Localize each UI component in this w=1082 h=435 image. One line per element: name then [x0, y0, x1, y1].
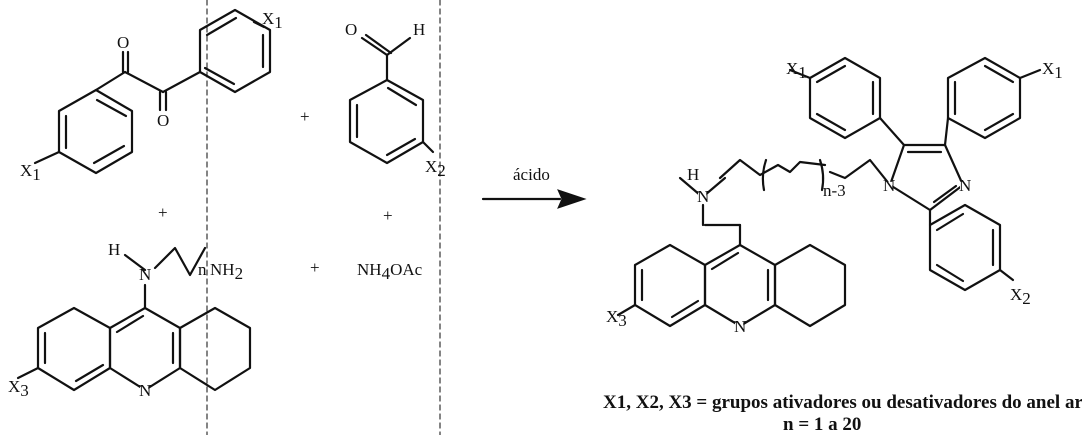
- product-ring-x1-right: [946, 56, 1022, 140]
- aldehyde-oxygen: O: [345, 20, 357, 39]
- benzil-ring-right: [198, 8, 272, 94]
- benzil-x1-top: X1: [262, 9, 283, 32]
- tacrine-amine-structure: H N n NH2 ■ N X3: [8, 240, 252, 400]
- product-ring-x2: [928, 203, 1002, 292]
- product-hydrogen: H: [687, 165, 699, 184]
- benzil-ring-left: [57, 88, 134, 175]
- aldehyde-x2: X2: [425, 157, 446, 180]
- aldehyde-hydrogen: H: [413, 20, 425, 39]
- plus-sign-2: +: [158, 203, 168, 222]
- product-chain-label: n-3: [823, 181, 846, 200]
- product-structure: ■ N ■ N H ■ N n-3 ■ N X1 X1 X2 X3: [606, 56, 1063, 336]
- tacrine-x3: X3: [8, 377, 29, 400]
- benzil-x1-left: X1: [20, 161, 41, 184]
- product-ring-x1-left: [808, 56, 882, 140]
- legend-line-1: X1, X2, X3 = grupos ativadores ou desati…: [603, 392, 1082, 413]
- reaction-arrow: ácido: [481, 165, 587, 209]
- product-cyclohexyl-ring: [773, 243, 847, 328]
- product-imidazole-n3: N: [959, 176, 971, 195]
- product-benzo-ring: [633, 243, 707, 328]
- benzil-oxygen-top: O: [117, 33, 129, 52]
- tacrine-chain-index: n: [198, 260, 207, 279]
- tacrine-benzo-ring: [36, 306, 112, 392]
- plus-sign-4: +: [310, 258, 320, 277]
- product-nitrogen: N: [697, 187, 709, 206]
- svg-text:■: ■: [697, 187, 707, 206]
- tacrine-nitrogen: N: [139, 265, 151, 284]
- product-x3: X3: [606, 307, 627, 330]
- svg-text:■: ■: [883, 176, 893, 195]
- ammonium-acetate: NH4OAc: [357, 260, 423, 283]
- plus-sign-3: +: [383, 206, 393, 225]
- aldehyde-structure: O H X2: [345, 20, 446, 180]
- product-x1: X1: [786, 59, 807, 82]
- product-x1-right: X1: [1042, 59, 1063, 82]
- arrow-label: ácido: [513, 165, 550, 184]
- tacrine-cyclohexyl-ring: [178, 306, 252, 392]
- tacrine-pyridine-ring: [108, 306, 182, 392]
- product-imidazole-n1: N: [883, 176, 895, 195]
- svg-text:■: ■: [734, 317, 744, 336]
- svg-text:■: ■: [139, 381, 149, 400]
- plus-sign-1: +: [300, 107, 310, 126]
- benzil-structure: O O X1 X1: [20, 8, 283, 184]
- aldehyde-ring: [348, 78, 425, 165]
- product-pyridine-ring: [703, 243, 777, 328]
- tacrine-nh2: NH2: [210, 260, 243, 283]
- svg-text:■: ■: [959, 176, 969, 195]
- tacrine-hydrogen: H: [108, 240, 120, 259]
- product-x2: X2: [1010, 285, 1031, 308]
- tacrine-ring-nitrogen: N: [139, 381, 151, 400]
- product-imidazole-ring: [888, 143, 965, 212]
- benzil-oxygen-bottom: O: [157, 111, 169, 130]
- product-ring-nitrogen: N: [734, 317, 746, 336]
- legend-line-2: n = 1 a 20: [783, 414, 861, 435]
